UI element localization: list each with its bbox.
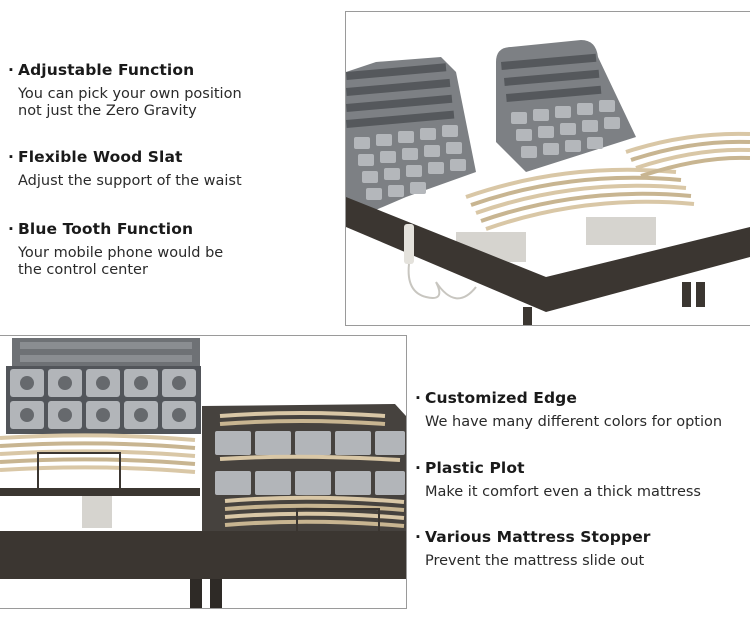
feature-blue-tooth-function: ·Blue Tooth Function Your mobile phone w… (8, 220, 223, 279)
feature-description: Make it comfort even a thick mattress (425, 484, 701, 500)
bullet: · (415, 459, 421, 477)
bed-frame (346, 197, 750, 325)
feature-flexible-wood-slat: ·Flexible Wood Slat Adjust the support o… (8, 148, 242, 190)
feature-description: Adjust the support of the waist (18, 173, 242, 189)
feature-adjustable-function: ·Adjustable Function You can pick your o… (8, 61, 242, 120)
left-headrest-detail (0, 338, 201, 528)
feature-title: Flexible Wood Slat (18, 148, 183, 166)
bullet: · (8, 148, 14, 166)
left-headrest (346, 57, 476, 212)
motor-box (82, 496, 112, 528)
bed-frame-edge (0, 531, 406, 579)
motor-box (586, 217, 656, 245)
feature-title: Adjustable Function (18, 61, 195, 79)
feature-description: Your mobile phone would be the control c… (18, 245, 224, 278)
bullet: · (8, 61, 14, 79)
right-flat-section (202, 404, 406, 538)
bullet: · (415, 389, 421, 407)
feature-description: Prevent the mattress slide out (425, 553, 645, 569)
bullet: · (8, 220, 14, 238)
wood-slats (465, 131, 750, 231)
bed-photo-top (345, 11, 750, 326)
feature-title: Customized Edge (425, 389, 577, 407)
feature-description: You can pick your own position not just … (18, 86, 242, 119)
feature-title: Blue Tooth Function (18, 220, 194, 238)
feature-plastic-plot: ·Plastic Plot Make it comfort even a thi… (415, 459, 701, 501)
bullet: · (415, 528, 421, 546)
adjustable-bed-illustration (346, 40, 750, 325)
feature-title: Plastic Plot (425, 459, 525, 477)
feature-customized-edge: ·Customized Edge We have many different … (415, 389, 722, 431)
feature-title: Various Mattress Stopper (425, 528, 651, 546)
remote-control (404, 224, 414, 264)
bed-detail-illustration (0, 338, 406, 608)
feature-description: We have many different colors for option (425, 414, 723, 430)
bed-photo-bottom (0, 335, 407, 609)
feature-various-mattress-stopper: ·Various Mattress Stopper Prevent the ma… (415, 528, 651, 570)
right-headrest (496, 40, 636, 172)
